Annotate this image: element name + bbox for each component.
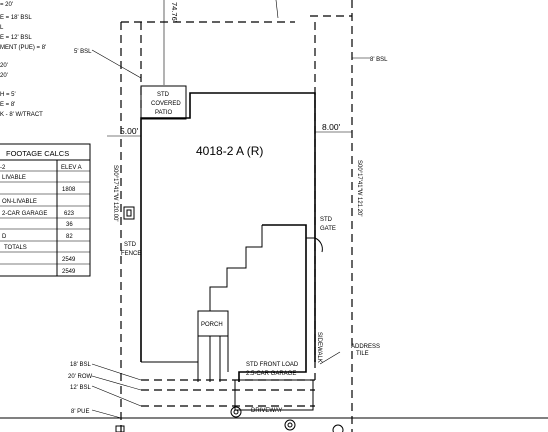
note-8: H = 5'	[0, 92, 16, 98]
address-tile-label-1: ADDRESS	[351, 344, 380, 350]
patio-label-1: STD	[157, 92, 170, 98]
row-20-label: 20' ROW	[68, 374, 92, 380]
fence-label-2: FENCE	[121, 251, 141, 257]
note-3: L	[0, 25, 4, 31]
top-dimension: 74.76'	[163, 0, 279, 85]
right-side-dim: S00°17'41"W 121.20'	[356, 160, 362, 217]
gate	[306, 237, 323, 253]
gate-label-2: GATE	[320, 226, 336, 232]
table-header-2: ELEV A	[61, 165, 82, 171]
table-row-4-value: 623	[64, 211, 75, 217]
top-dimension-label: 74.76'	[170, 2, 179, 23]
table-title: FOOTAGE CALCS	[6, 149, 69, 158]
patio-label-3: PATIO	[155, 110, 172, 116]
lot-title: 4018-2 A (R)	[196, 144, 263, 158]
right-setback-dim: 8.00'	[322, 122, 341, 132]
footage-table: FOOTAGE CALCS -2 ELEV A LIVABLE 1808 ON-…	[0, 143, 91, 277]
table-row-1-label: LIVABLE	[2, 175, 26, 181]
left-setback-dim: 5.00'	[120, 126, 139, 136]
left-side-dim: S00°17'41"W 120.00'	[112, 165, 118, 222]
table-row-3-label: ON-LIVABLE	[2, 199, 37, 205]
porch-area	[197, 310, 229, 337]
table-row-5-value: 36	[66, 222, 73, 228]
table-row-6-label: D	[2, 234, 7, 240]
front-setbacks	[0, 363, 548, 419]
note-4: E = 12' BSL	[0, 35, 32, 41]
patio-label-2: COVERED	[151, 101, 181, 107]
bsl-8-label: 8' BSL	[370, 57, 388, 63]
pue-8-label: 8' PUE	[71, 409, 90, 415]
address-tile-label-2: TILE	[356, 351, 369, 357]
fence-symbols	[123, 206, 135, 220]
note-1: = 20'	[0, 2, 13, 8]
note-2: E = 18' BSL	[0, 15, 32, 21]
table-row-7-label: TOTALS	[4, 245, 27, 251]
bsl-18-label: 18' BSL	[70, 362, 91, 368]
table-row-9-value: 2549	[62, 269, 76, 275]
bsl-5-label: 5' BSL	[74, 49, 92, 55]
table-row-4-label: 2-CAR GARAGE	[2, 211, 47, 217]
note-10: K - 8' W/TRACT	[0, 112, 43, 118]
gate-label-1: STD	[320, 217, 333, 223]
fence-label-1: STD	[124, 242, 137, 248]
note-6: 20'	[0, 63, 8, 69]
covered-patio	[140, 85, 187, 120]
house-footprint	[140, 85, 316, 382]
note-5: MENT (PUE) = 8'	[0, 45, 46, 51]
table-header-1: -2	[0, 165, 6, 171]
garage-label-2: 2.5-CAR GARAGE	[246, 371, 296, 377]
note-7: 20'	[0, 73, 8, 79]
sidewalk-label: SIDEWALK	[316, 332, 322, 363]
table-row-2-value: 1808	[62, 187, 76, 193]
bsl-12-label: 12' BSL	[70, 385, 91, 391]
setback-dimensions	[91, 49, 370, 365]
note-9: E = 8'	[0, 102, 15, 108]
property-line	[120, 0, 353, 432]
garage-label-1: STD FRONT LOAD	[246, 362, 299, 368]
porch-label: PORCH	[201, 322, 223, 328]
table-row-8-value: 2549	[62, 257, 76, 263]
general-notes: = 20' E = 18' BSL L E = 12' BSL MENT (PU…	[0, 2, 46, 118]
table-row-6-value: 82	[66, 234, 73, 240]
driveway-label: DRIVEWAY	[251, 408, 282, 414]
corner-marker	[115, 425, 125, 432]
